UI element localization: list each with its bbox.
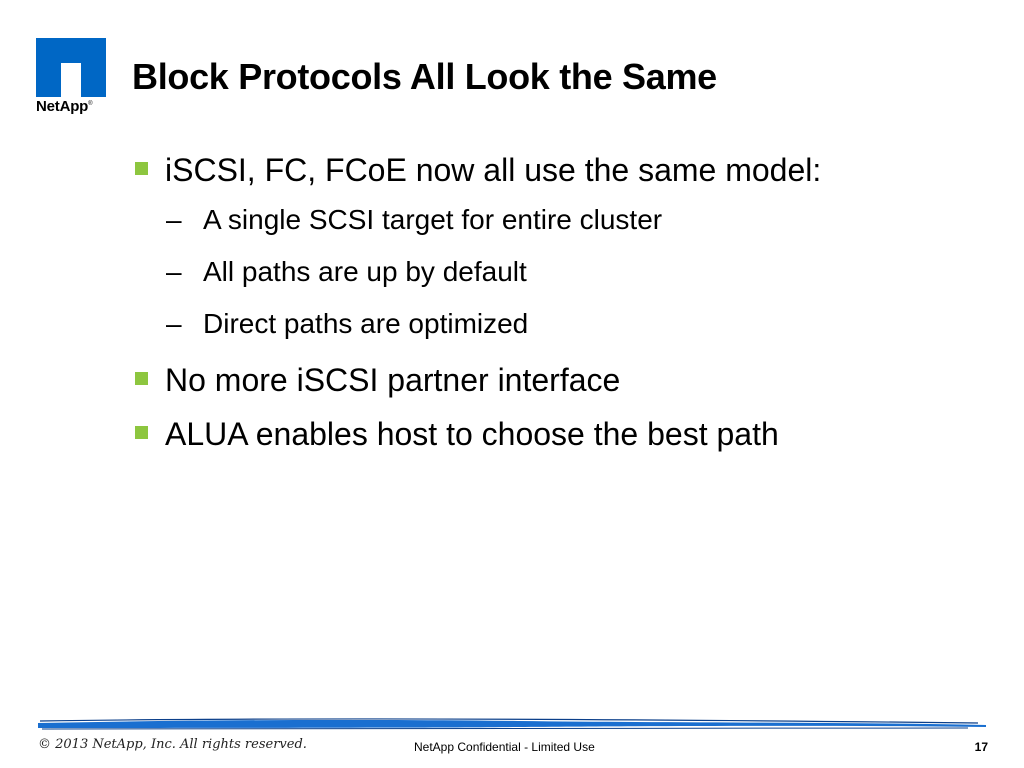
bullet-text: ALUA enables host to choose the best pat… xyxy=(165,416,779,452)
bullet-text: No more iSCSI partner interface xyxy=(165,362,621,398)
bullet-square-icon xyxy=(135,426,148,439)
copyright-text: © 2013 NetApp, Inc. All rights reserved. xyxy=(38,737,307,752)
logo-wordmark: NetApp® xyxy=(36,98,93,115)
dash-marker: – xyxy=(166,256,182,287)
sub-bullet-text: All paths are up by default xyxy=(203,256,527,287)
netapp-n-icon xyxy=(36,38,106,97)
bullet-list: iSCSI, FC, FCoE now all use the same mod… xyxy=(132,146,1012,458)
dash-marker: – xyxy=(166,308,182,339)
bullet-text: iSCSI, FC, FCoE now all use the same mod… xyxy=(165,152,822,188)
footer-rule xyxy=(38,718,986,730)
page-number: 17 xyxy=(974,740,988,754)
sub-bullet-text: Direct paths are optimized xyxy=(203,308,529,339)
page-title: Block Protocols All Look the Same xyxy=(132,56,717,97)
sub-bullet-item: – All paths are up by default xyxy=(132,246,1012,298)
bullet-square-icon xyxy=(135,162,148,175)
dash-marker: – xyxy=(166,204,182,235)
sub-bullet-item: – A single SCSI target for entire cluste… xyxy=(132,194,1012,246)
confidential-label: NetApp Confidential - Limited Use xyxy=(414,740,595,754)
bullet-item: ALUA enables host to choose the best pat… xyxy=(132,410,1012,458)
sub-bullet-text: A single SCSI target for entire cluster xyxy=(203,204,663,235)
bullet-item: No more iSCSI partner interface xyxy=(132,356,1012,404)
netapp-logo: NetApp® xyxy=(36,38,114,115)
sub-bullet-item: – Direct paths are optimized xyxy=(132,298,1012,350)
bullet-square-icon xyxy=(135,372,148,385)
bullet-item: iSCSI, FC, FCoE now all use the same mod… xyxy=(132,146,1012,194)
